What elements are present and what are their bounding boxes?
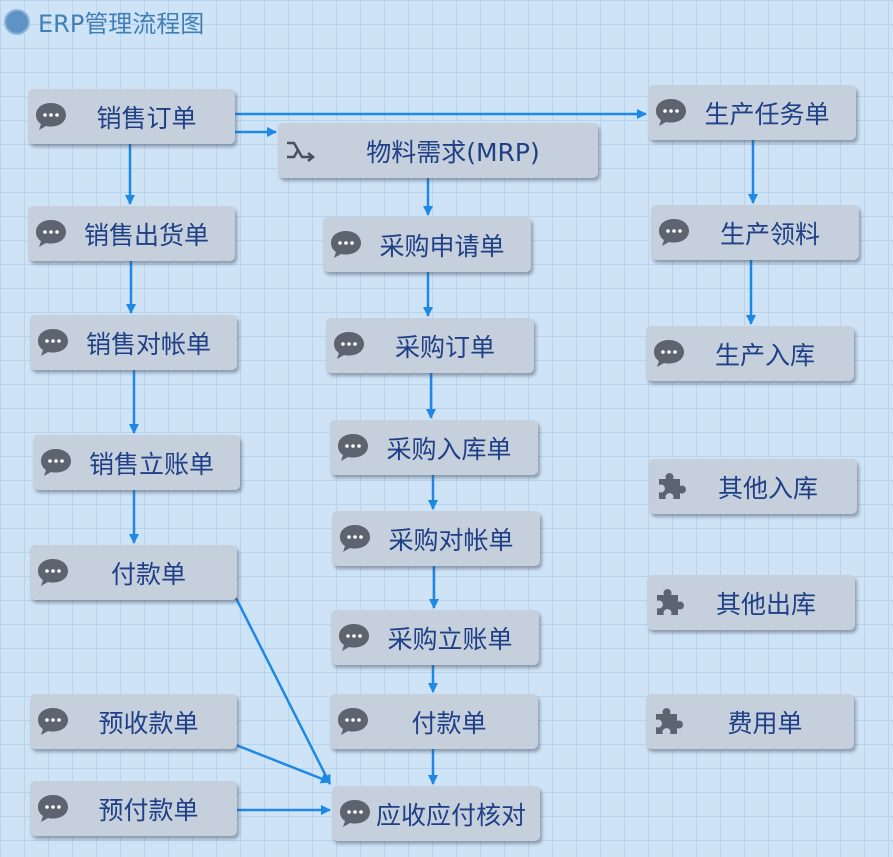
node-label: 其他入库 [717,473,818,503]
node-label: 销售出货单 [83,220,209,250]
chat-icon [34,101,68,131]
chat-icon [36,327,70,357]
node-label: 付款单 [411,708,487,738]
chat-icon [329,229,363,259]
node-sales-account[interactable]: 销售立账单 [33,435,240,490]
circle-icon [4,8,30,35]
puzzle-icon [652,706,686,736]
chat-icon [34,218,68,248]
chat-icon [657,217,691,247]
edge [234,597,332,785]
node-label: 预付款单 [98,795,199,825]
puzzle-icon [653,587,687,617]
chat-icon [336,706,370,736]
node-advance-receipt[interactable]: 预收款单 [30,694,237,749]
node-label: 付款单 [110,559,186,589]
node-label: 采购申请单 [379,231,505,261]
node-label: 其他出库 [715,589,816,619]
node-purchase-reconcile[interactable]: 采购对帐单 [332,511,540,566]
node-label: 物料需求(MRP) [366,137,540,167]
chat-icon [652,338,686,368]
node-ar-ap-check[interactable]: 应收应付核对 [332,786,540,841]
node-production-in[interactable]: 生产入库 [646,326,854,381]
node-label: 采购入库单 [386,434,512,464]
node-label: 销售立账单 [88,449,214,479]
node-other-out[interactable]: 其他出库 [647,575,855,630]
chat-icon [36,793,70,823]
node-label: 费用单 [727,708,803,738]
node-label: 生产任务单 [704,99,830,129]
node-payment-left[interactable]: 付款单 [30,545,237,600]
title-text: ERP管理流程图 [38,10,205,38]
chat-icon [336,432,370,462]
chat-icon [39,447,73,477]
chat-icon [36,557,70,587]
node-sales-delivery[interactable]: 销售出货单 [28,206,235,261]
node-other-in[interactable]: 其他入库 [649,459,857,514]
node-mrp[interactable]: 物料需求(MRP) [278,123,598,178]
node-prepayment[interactable]: 预付款单 [30,781,237,836]
puzzle-icon [655,471,689,501]
diagram-title: ERP管理流程图 [4,4,204,39]
node-label: 销售对帐单 [85,329,211,359]
node-sales-reconcile[interactable]: 销售对帐单 [30,315,237,370]
chat-icon [332,330,366,360]
node-label: 生产领料 [719,219,820,249]
node-sales-order[interactable]: 销售订单 [28,89,235,144]
chat-icon [338,798,372,828]
node-label: 采购订单 [394,332,495,362]
node-expense[interactable]: 费用单 [646,694,854,749]
node-label: 销售订单 [96,103,197,133]
chat-icon [338,523,372,553]
node-purchase-request[interactable]: 采购申请单 [323,217,531,272]
merge-icon [284,135,318,165]
node-production-material[interactable]: 生产领料 [651,205,859,260]
chat-icon [337,622,371,652]
node-label: 生产入库 [714,340,815,370]
node-purchase-account[interactable]: 采购立账单 [331,610,539,665]
node-label: 采购对帐单 [388,525,514,555]
node-purchase-order[interactable]: 采购订单 [326,318,534,373]
node-payment-mid[interactable]: 付款单 [330,694,538,749]
chat-icon [654,97,688,127]
node-label: 采购立账单 [387,624,513,654]
chat-icon [36,706,70,736]
node-label: 应收应付核对 [375,800,526,830]
node-production-task[interactable]: 生产任务单 [648,85,856,140]
node-purchase-in[interactable]: 采购入库单 [330,420,538,475]
edge [235,743,331,784]
node-label: 预收款单 [98,708,199,738]
